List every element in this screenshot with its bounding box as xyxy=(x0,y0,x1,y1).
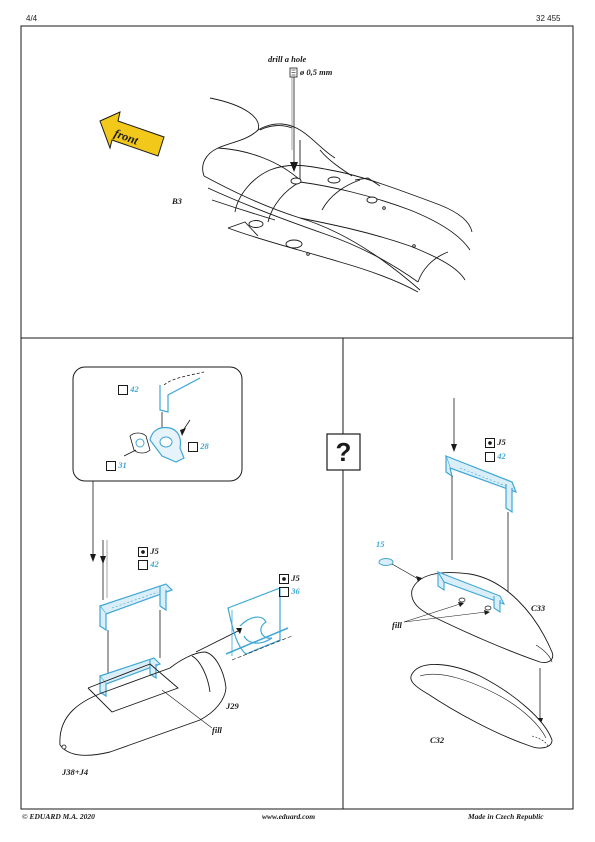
made-in-label: Made in Czech Republic xyxy=(468,812,544,821)
fill-label-right: fill xyxy=(392,620,402,630)
cone-label: J29 xyxy=(226,701,239,711)
fins-left xyxy=(225,587,293,661)
copyright: © EDUARD M.A. 2020 xyxy=(22,812,95,821)
resin-part-icon xyxy=(485,437,495,448)
right-panel-frame xyxy=(342,337,574,810)
cap-15 xyxy=(378,558,394,566)
rack-part-left: 42 xyxy=(138,559,159,570)
drill-label: drill a hole xyxy=(268,54,307,64)
check-box-icon xyxy=(106,460,116,471)
inset-ref-b: 28 xyxy=(188,441,209,452)
product-code: 32 455 xyxy=(536,14,561,23)
page-number: 4/4 xyxy=(26,14,38,23)
cap-part-number: 15 xyxy=(376,539,385,549)
check-box-icon xyxy=(485,451,495,462)
resin-part-icon xyxy=(138,546,148,557)
tank-label-left: J38+J4 xyxy=(62,767,89,777)
fuselage-drawing xyxy=(202,97,473,293)
rack-ref-right: J5 xyxy=(485,437,506,448)
tank-c32 xyxy=(410,664,553,749)
inset-ref-a: 42 xyxy=(118,384,139,395)
check-box-icon xyxy=(118,384,128,395)
fuselage-panels xyxy=(248,176,416,256)
rack-part-right: 42 xyxy=(485,451,506,462)
fin-ref: J5 xyxy=(279,573,300,584)
question-box xyxy=(326,433,361,471)
resin-part-icon xyxy=(279,573,289,584)
lower-tank-label: C32 xyxy=(430,735,445,745)
tank-c33 xyxy=(411,570,554,663)
drill-indicator xyxy=(289,67,298,172)
check-box-icon xyxy=(188,441,198,452)
inset-drawing xyxy=(123,371,205,463)
check-box-icon xyxy=(138,559,148,570)
drill-size: ø 0,5 mm xyxy=(300,67,333,77)
fill-label-left: fill xyxy=(212,725,222,735)
question-mark: ? xyxy=(335,437,352,467)
drop-tank-left xyxy=(59,628,242,756)
rack-left xyxy=(99,540,174,632)
rack-right xyxy=(445,454,518,514)
website-link[interactable]: www.eduard.com xyxy=(262,812,316,821)
detail-inset-frame xyxy=(72,366,243,482)
inset-ref-c: 31 xyxy=(106,460,127,471)
part-label-b3: B3 xyxy=(172,196,182,206)
check-box-icon xyxy=(279,586,289,597)
front-arrow xyxy=(99,111,165,157)
fin-part: 36 xyxy=(279,586,300,597)
rack-ref-left: J5 xyxy=(138,546,159,557)
upper-tank-label: C33 xyxy=(531,603,546,613)
